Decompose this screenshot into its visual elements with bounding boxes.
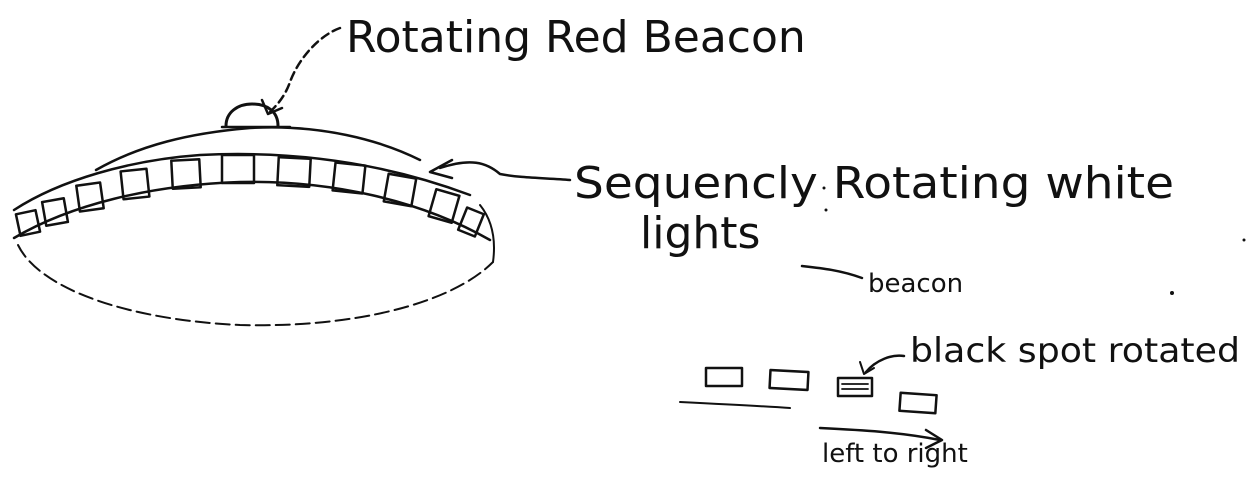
black-spot-label: black spot rotated <box>910 331 1240 371</box>
direction-arrow-head <box>924 428 944 450</box>
window-light-10 <box>427 187 461 225</box>
window-light-3 <box>75 181 105 213</box>
lights-callout-label-line1: Sequencly Rotating white <box>574 158 1174 209</box>
rotation-diagram <box>679 366 944 450</box>
saucer-band-top <box>12 152 472 212</box>
beacon-dome <box>224 102 280 128</box>
diagram-light-1 <box>704 366 744 388</box>
black-spot-pointer <box>864 354 906 374</box>
stray-mark-1 <box>822 186 826 190</box>
window-light-4 <box>119 167 151 201</box>
window-light-7 <box>276 155 312 189</box>
window-light-11 <box>456 206 486 238</box>
diagram-light-2 <box>768 368 810 392</box>
saucer-craft <box>12 102 495 327</box>
beacon-small-pointer <box>800 264 864 280</box>
black-spot-pointer-head <box>859 361 875 375</box>
window-light-1 <box>14 208 42 238</box>
window-light-8 <box>331 161 367 195</box>
window-lights <box>14 153 486 238</box>
diagram-light-black-spot <box>836 376 874 398</box>
beacon-callout-arrow <box>268 26 342 114</box>
window-light-5 <box>170 158 202 190</box>
window-light-2 <box>40 197 70 227</box>
diagram-light-4 <box>898 391 938 415</box>
stray-mark-4 <box>1242 238 1246 242</box>
saucer-top-rim <box>94 126 422 172</box>
beacon-callout-label: Rotating Red Beacon <box>346 12 806 63</box>
direction-label: left to right <box>822 439 968 469</box>
lights-callout-arrowhead <box>428 158 454 180</box>
window-light-9 <box>382 172 418 208</box>
saucer-lower-hull <box>17 244 494 327</box>
beacon-callout-arrowhead <box>260 98 284 116</box>
direction-arrow <box>818 426 942 442</box>
diagram-base-line <box>679 401 791 409</box>
window-light-6 <box>220 153 256 185</box>
lights-callout-arrow <box>438 161 572 182</box>
stray-mark-3 <box>1170 291 1174 295</box>
saucer-right-edge <box>479 204 495 263</box>
beacon-small-label: beacon <box>868 269 963 299</box>
stray-mark-2 <box>824 208 828 212</box>
lights-callout-label-line2: lights <box>640 208 760 259</box>
